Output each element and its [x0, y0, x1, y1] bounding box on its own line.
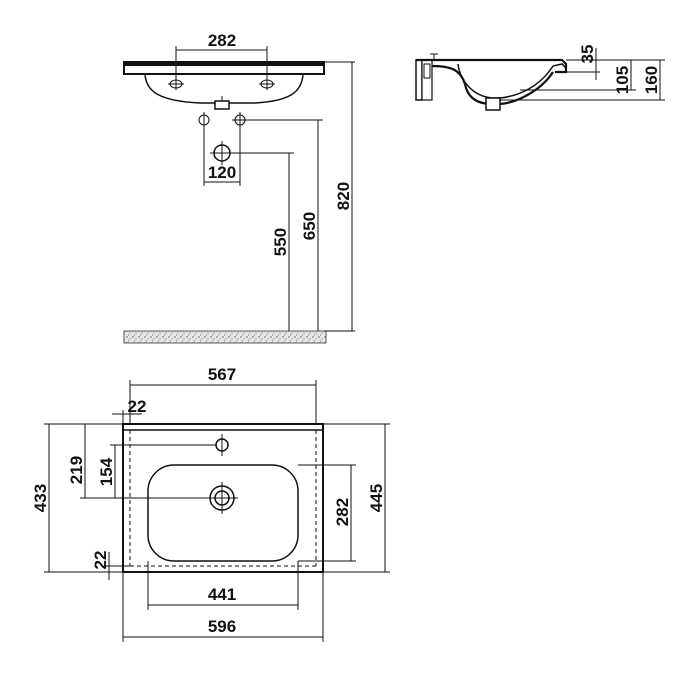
dim-label-22-bottom: 22 [91, 551, 110, 570]
side-view: 35 105 160 [415, 45, 665, 111]
side-top-slab [416, 58, 568, 74]
dim-label-35: 35 [578, 45, 597, 64]
side-back-wall [415, 59, 423, 101]
dim-label-445: 445 [367, 484, 386, 512]
front-view: 282 120 550 650 820 [123, 31, 355, 344]
dim-label-120: 120 [208, 163, 236, 182]
dim-label-105: 105 [613, 66, 632, 94]
top-bowl [147, 464, 299, 562]
side-bowl-inner [457, 63, 554, 99]
side-bowl-outer [431, 64, 554, 106]
side-drain [485, 97, 501, 111]
side-front-lip [552, 63, 567, 69]
basin-bowl [144, 73, 304, 104]
dim-label-433: 433 [31, 484, 50, 512]
dim-label-154: 154 [97, 457, 116, 486]
dim-label-550: 550 [271, 228, 290, 256]
dim-label-22-top: 22 [128, 397, 147, 416]
dim-label-219: 219 [67, 456, 86, 484]
dim-label-567: 567 [208, 365, 236, 384]
drain-stub [214, 100, 230, 110]
dim-label-282-front: 282 [208, 31, 236, 50]
overflow-hole-left [168, 78, 184, 90]
top-view: 567 22 433 219 154 22 282 445 [31, 365, 390, 642]
overflow-hole-right [259, 78, 275, 90]
dim-label-596: 596 [208, 617, 236, 636]
floor [123, 330, 327, 344]
basin-top-edge [124, 62, 324, 66]
dim-label-650: 650 [300, 212, 319, 240]
dim-label-441: 441 [208, 585, 236, 604]
dim-label-160: 160 [642, 66, 661, 94]
dim-label-820: 820 [334, 182, 353, 210]
side-overflow-slot [423, 63, 431, 79]
dim-label-282-top: 282 [333, 498, 352, 526]
